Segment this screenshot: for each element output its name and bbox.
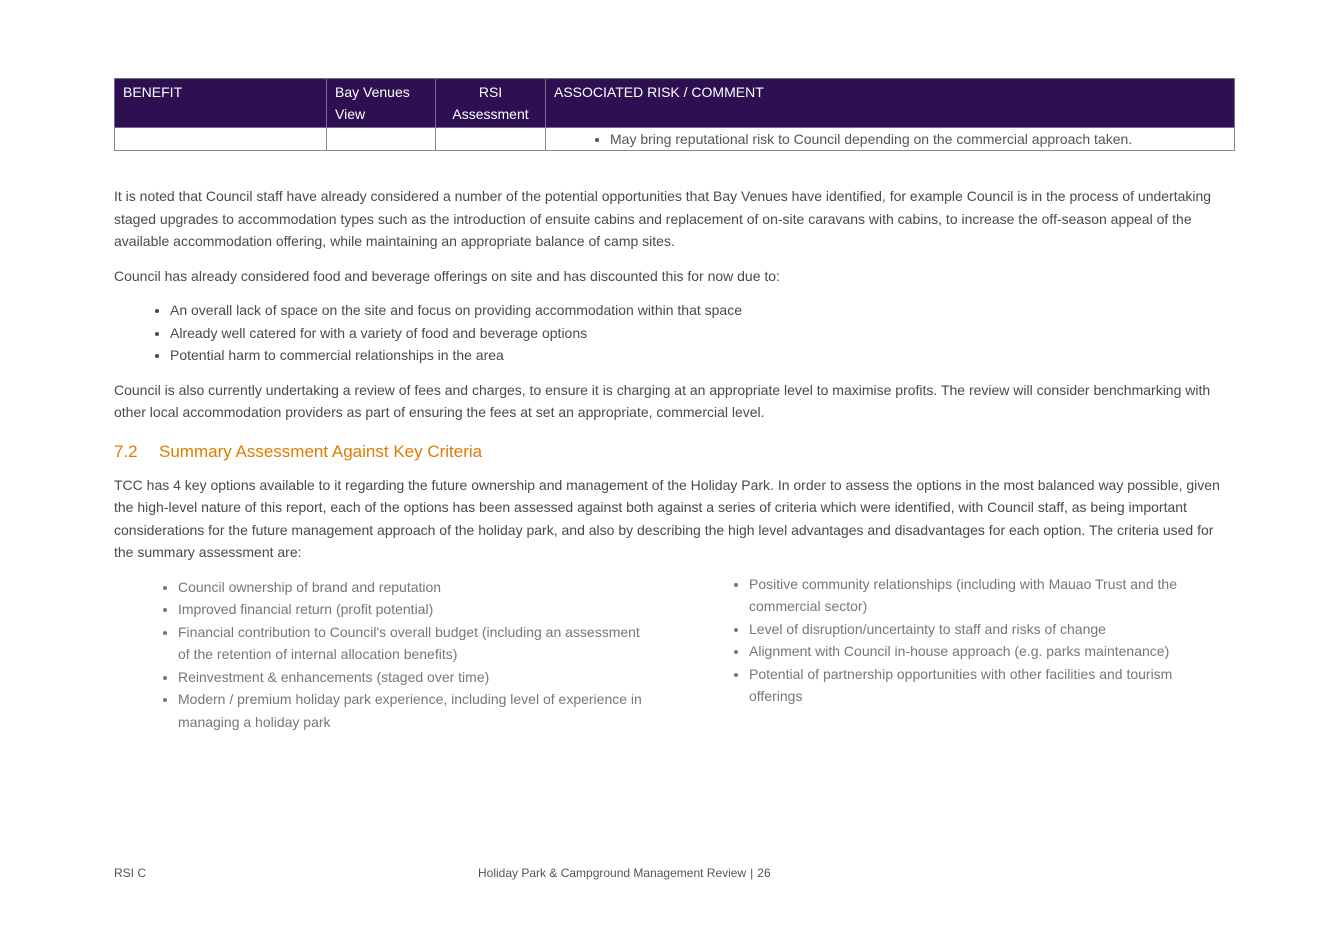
- footer-logo-text: RSI C: [114, 866, 147, 880]
- cell-rsi-assessment: [435, 127, 546, 151]
- list-item: Potential of partnership opportunities w…: [749, 663, 1208, 708]
- list-item: Council ownership of brand and reputatio…: [178, 576, 654, 599]
- list-item: Potential harm to commercial relationshi…: [170, 344, 1234, 367]
- list-item: Modern / premium holiday park experience…: [178, 688, 654, 733]
- header-benefit: BENEFIT: [114, 78, 327, 128]
- paragraph-fees-review: Council is also currently undertaking a …: [114, 381, 1211, 421]
- list-item: Reinvestment & enhancements (staged over…: [178, 666, 654, 689]
- page-number: 26: [757, 866, 771, 880]
- cell-comment: May bring reputational risk to Council d…: [545, 127, 1235, 151]
- list-item: Financial contribution to Council's over…: [178, 621, 654, 666]
- paragraph-key-options: TCC has 4 key options available to it re…: [114, 476, 1220, 561]
- criteria-right-column: Positive community relationships (includ…: [688, 573, 1208, 734]
- criteria-left-column: Council ownership of brand and reputatio…: [114, 576, 654, 734]
- list-item: Positive community relationships (includ…: [749, 573, 1208, 618]
- list-item: Already well catered for with a variety …: [170, 322, 1234, 345]
- list-item: Alignment with Council in-house approach…: [749, 640, 1208, 663]
- cell-benefit: [114, 127, 327, 151]
- paragraph-food-beverage: Council has already considered food and …: [114, 267, 780, 284]
- list-item: Level of disruption/uncertainty to staff…: [749, 618, 1208, 641]
- criteria-columns: Council ownership of brand and reputatio…: [114, 576, 1234, 734]
- table-header-row: BENEFIT Bay Venues View RSI Assessment A…: [114, 78, 1235, 128]
- paragraph-opportunities: It is noted that Council staff have alre…: [114, 188, 1212, 249]
- list-item: Improved financial return (profit potent…: [178, 598, 654, 621]
- header-associated-risk: ASSOCIATED RISK / COMMENT: [545, 78, 1235, 128]
- header-bay-venues-view: Bay Venues View: [326, 78, 436, 128]
- table-row: May bring reputational risk to Council d…: [114, 127, 1235, 151]
- section-title: Summary Assessment Against Key Criteria: [159, 441, 483, 461]
- comment-bullet: May bring reputational risk to Council d…: [610, 128, 1226, 150]
- section-number: 7.2: [114, 441, 138, 461]
- list-item: An overall lack of space on the site and…: [170, 299, 1234, 322]
- risk-table: BENEFIT Bay Venues View RSI Assessment A…: [114, 78, 1235, 151]
- page-content: BENEFIT Bay Venues View RSI Assessment A…: [114, 78, 1235, 734]
- footer-title: Holiday Park & Campground Management Rev…: [478, 866, 747, 880]
- header-rsi-assessment: RSI Assessment: [435, 78, 546, 128]
- section-heading: 7.2 Summary Assessment Against Key Criter…: [114, 439, 1234, 465]
- cell-bay-venues-view: [326, 127, 436, 151]
- food-beverage-reasons: An overall lack of space on the site and…: [114, 299, 1234, 367]
- footer-title-line: Holiday Park & Campground Management Rev…: [478, 866, 771, 880]
- footer-separator: |: [750, 866, 754, 880]
